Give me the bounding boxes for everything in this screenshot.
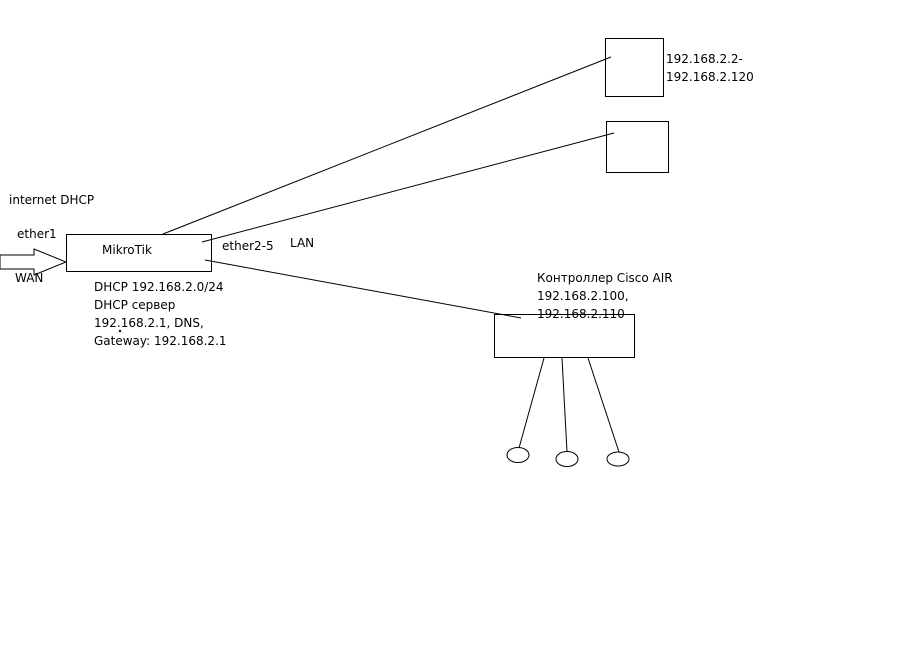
- wan-arrow: [0, 248, 68, 276]
- link-router-client-1: [162, 56, 612, 235]
- link-router-client-2: [201, 132, 615, 243]
- access-point-3: [606, 451, 630, 467]
- wan-label: WAN: [15, 271, 44, 285]
- link-controller-ap-2: [561, 357, 568, 453]
- lan-label: LAN: [290, 236, 315, 250]
- client-box-2: [606, 121, 669, 173]
- router-label: MikroTik: [102, 243, 152, 257]
- router-info: DHCP 192.168.2.0/24 DHCP сервер 192.168.…: [94, 280, 227, 348]
- link-controller-ap-3: [587, 357, 620, 453]
- router-box: [66, 234, 212, 272]
- access-point-1: [506, 447, 530, 463]
- controller-info: Контроллер Cisco AIR 192.168.2.100, 192.…: [537, 271, 673, 321]
- stray-dot: [118, 329, 122, 333]
- client-box-1: [605, 38, 664, 97]
- access-point-2: [555, 451, 579, 467]
- link-controller-ap-1: [518, 357, 545, 449]
- ether-lan-label: ether2-5: [222, 239, 274, 253]
- client-range-label: 192.168.2.2- 192.168.2.120: [666, 52, 754, 84]
- internet-label: internet DHCP: [9, 193, 95, 207]
- controller-box: [494, 314, 635, 358]
- ether1-label: ether1: [17, 227, 57, 241]
- link-router-controller: [204, 259, 522, 319]
